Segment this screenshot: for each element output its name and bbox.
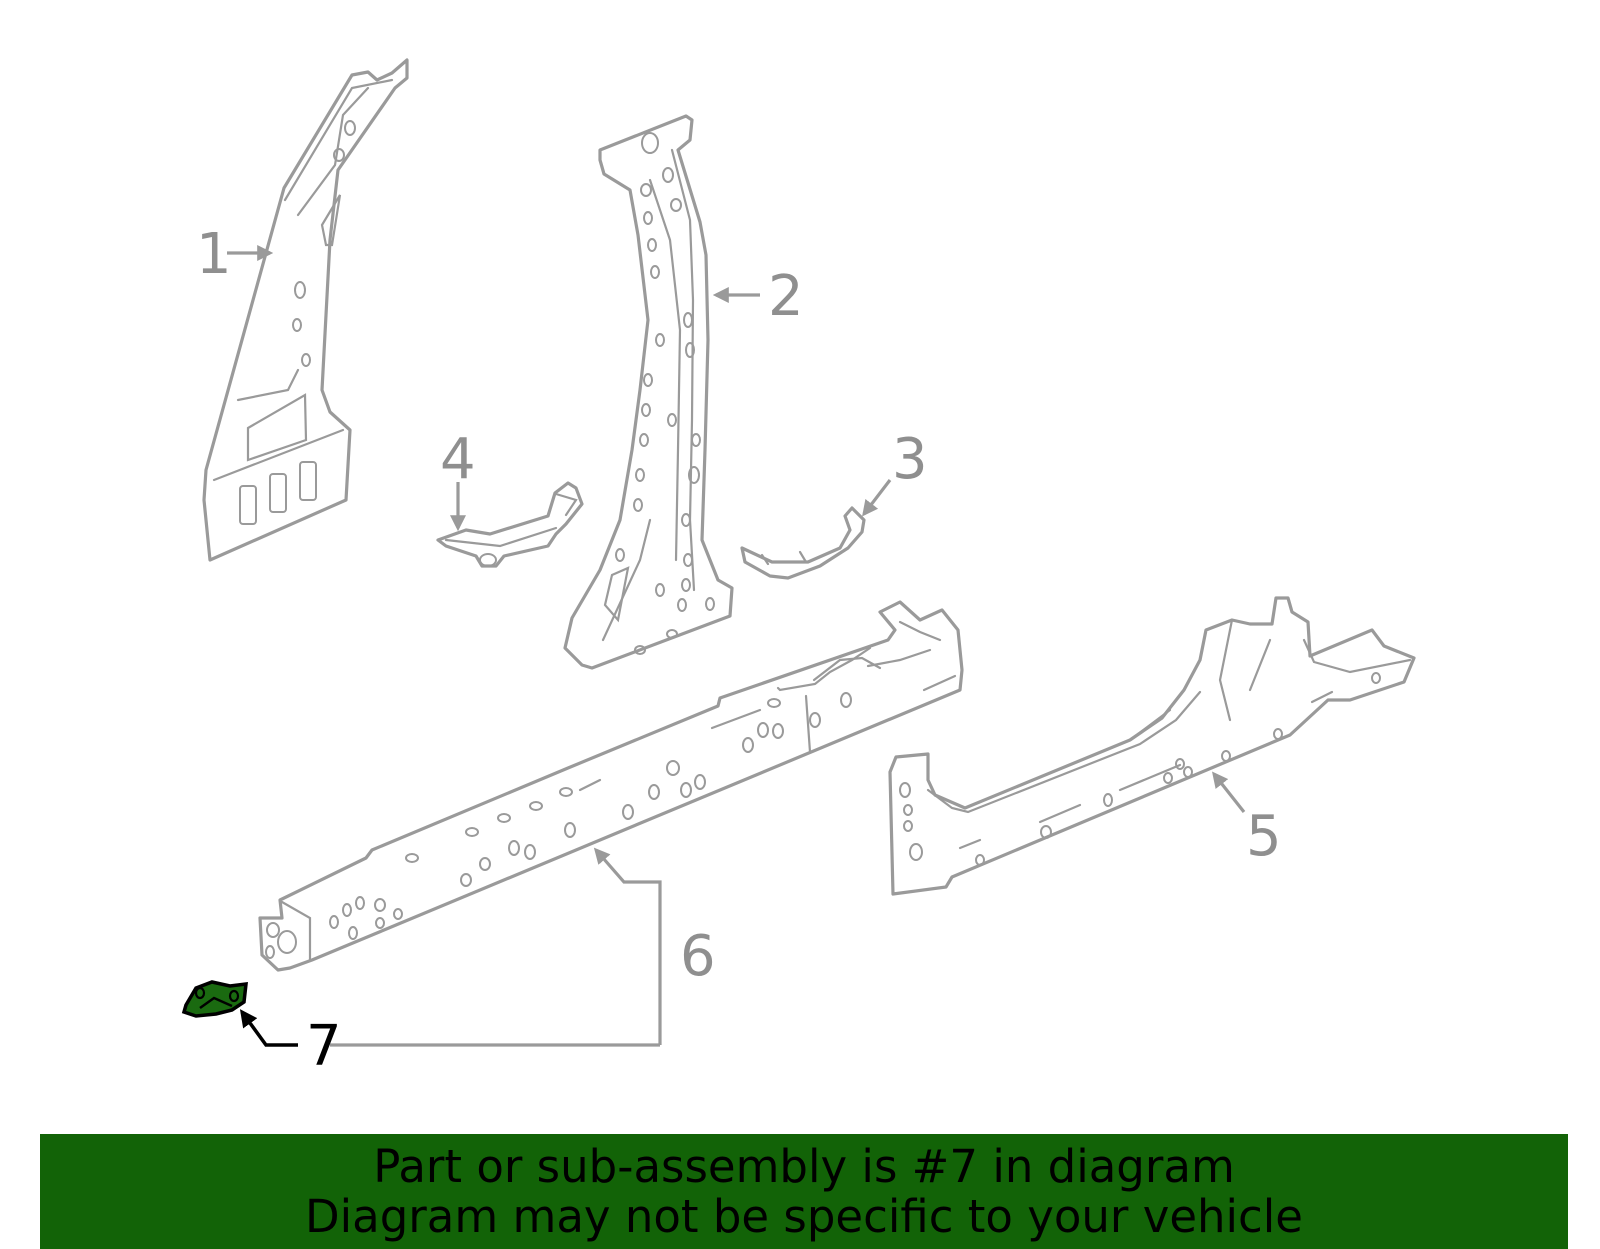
banner-line-1: Part or sub-assembly is #7 in diagram xyxy=(373,1139,1235,1193)
leader-7 xyxy=(239,1009,298,1047)
callout-7: 7 xyxy=(306,1014,342,1079)
callout-5: 5 xyxy=(1246,804,1282,869)
parts-diagram: 1 2 xyxy=(181,58,1416,1079)
part-5-outer-sill xyxy=(888,596,1416,896)
part-3-reinforcement xyxy=(740,506,866,580)
info-banner: Part or sub-assembly is #7 in diagram Di… xyxy=(40,1134,1568,1249)
leader-3 xyxy=(862,479,892,517)
part-7-highlighted-bracket xyxy=(181,980,248,1018)
leader-6 xyxy=(593,847,662,1045)
callout-3: 3 xyxy=(892,427,928,492)
part-6-inner-sill xyxy=(258,600,964,972)
callout-2: 2 xyxy=(768,264,804,329)
callout-1: 1 xyxy=(196,222,232,287)
callout-4: 4 xyxy=(440,427,476,492)
part-4-bracket xyxy=(436,481,584,568)
callout-6: 6 xyxy=(680,924,716,989)
part-2-center-pillar xyxy=(563,114,734,670)
banner-line-2: Diagram may not be specific to your vehi… xyxy=(305,1189,1303,1243)
leader-5 xyxy=(1212,771,1246,813)
part-1-front-pillar xyxy=(202,58,409,562)
